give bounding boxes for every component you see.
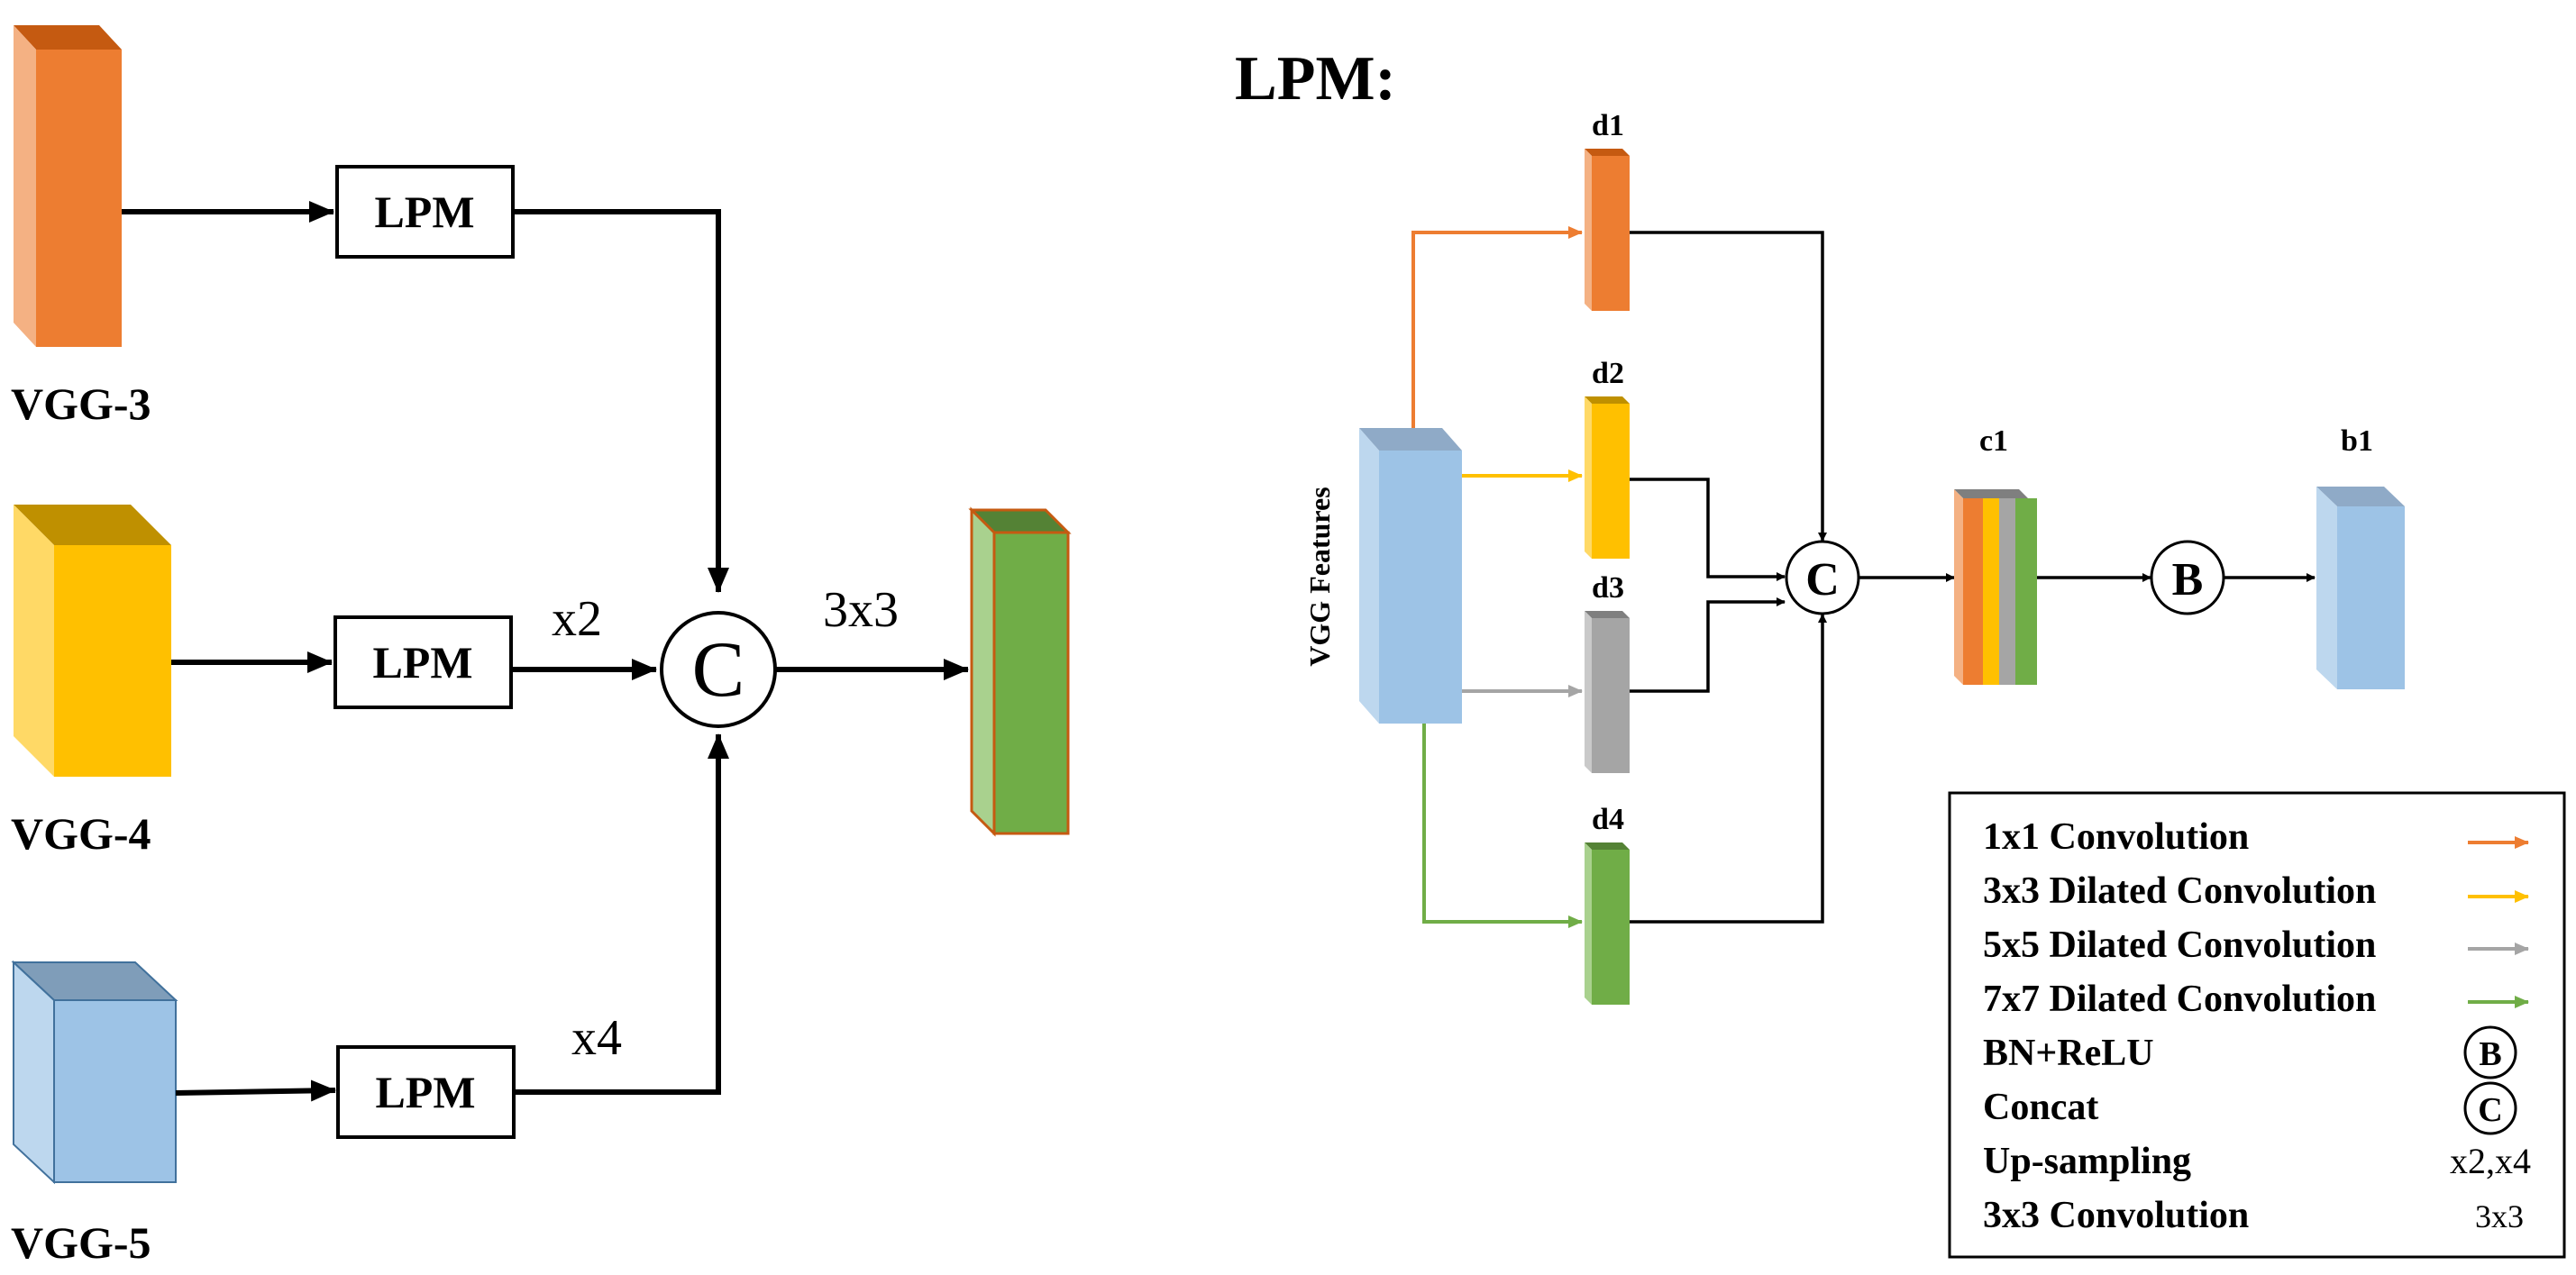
upsample-x4-label: x4 [571,1010,622,1066]
lpm-box-bottom: LPM [336,1045,516,1139]
legend-box [1948,791,2566,1259]
c1-block [1954,489,2037,685]
lpm-box-bottom-label: LPM [375,1067,475,1117]
d2-label: d2 [1592,357,1624,390]
b1-label: b1 [2341,424,2373,458]
arrow-lpm-top-to-concat [513,209,729,593]
legend-label-bn-relu: BN+ReLU [1983,1033,2154,1074]
legend-label-3x3-conv: 3x3 Convolution [1983,1195,2249,1236]
bn-relu-node: B [2150,540,2225,615]
lpm-box-mid: LPM [333,615,513,709]
legend-concat-circle-icon [2463,1081,2517,1135]
d3-label: d3 [1592,571,1624,605]
d1-label: d1 [1592,109,1624,142]
legend-bn-symbol: B [2479,1035,2501,1073]
vgg4-label: VGG-4 [11,808,151,859]
vgg3-label: VGG-3 [11,378,151,429]
d4-block [1585,842,1630,1005]
arrow-d3-to-concat [1630,597,1786,693]
vgg4-block [14,505,171,777]
legend-label-1x1-conv: 1x1 Convolution [1983,816,2249,858]
d3-block [1585,611,1630,773]
lpm-box-mid-label: LPM [372,637,472,688]
d4-label: d4 [1592,803,1624,836]
arrow-vgg5-to-lpm [175,1079,336,1102]
d1-block [1585,149,1630,311]
c1-label: c1 [1979,424,2008,458]
arrow-1x1-conv [1411,226,1583,428]
lpm-title: LPM: [1235,44,1396,114]
legend-3x3-conv-symbol: 3x3 [2475,1198,2524,1234]
concat-node-right: C [1785,540,1860,615]
concat-node-left: C [660,611,777,728]
arrow-d2-to-concat [1630,478,1786,581]
legend: 1x1 Convolution 3x3 Dilated Convolution … [1948,791,2566,1259]
bn-symbol: B [2172,554,2204,606]
lpm-box-top-label: LPM [374,187,474,237]
vgg-features-label: VGG Features [1303,487,1336,666]
arrow-d1-to-concat [1630,231,1827,542]
legend-bn-circle-icon [2463,1025,2517,1079]
output-block [968,506,1072,837]
legend-upsampling-symbol: x2,x4 [2450,1141,2531,1181]
arrow-lpm-bottom-to-concat [514,733,729,1095]
arrow-7x7-dilated [1422,724,1583,928]
vgg3-block [14,25,122,347]
legend-label-3x3-dilated: 3x3 Dilated Convolution [1983,870,2376,912]
conv-3x3-label: 3x3 [823,582,899,638]
concat-symbol-right: C [1805,554,1840,606]
legend-label-upsampling: Up-sampling [1983,1141,2191,1182]
d2-block [1585,396,1630,559]
legend-label-5x5-dilated: 5x5 Dilated Convolution [1983,924,2376,966]
lpm-box-top: LPM [335,165,515,259]
vgg5-block [11,960,178,1185]
legend-label-concat: Concat [1983,1087,2098,1128]
arrow-d4-to-concat [1630,614,1827,924]
concat-symbol-left: C [692,626,745,714]
upsample-x2-label: x2 [552,591,602,647]
vgg-features-block [1359,428,1462,724]
b1-block [2316,487,2405,689]
legend-label-7x7-dilated: 7x7 Dilated Convolution [1983,979,2376,1020]
vgg5-label: VGG-5 [11,1217,151,1268]
legend-concat-symbol: C [2478,1091,2502,1129]
